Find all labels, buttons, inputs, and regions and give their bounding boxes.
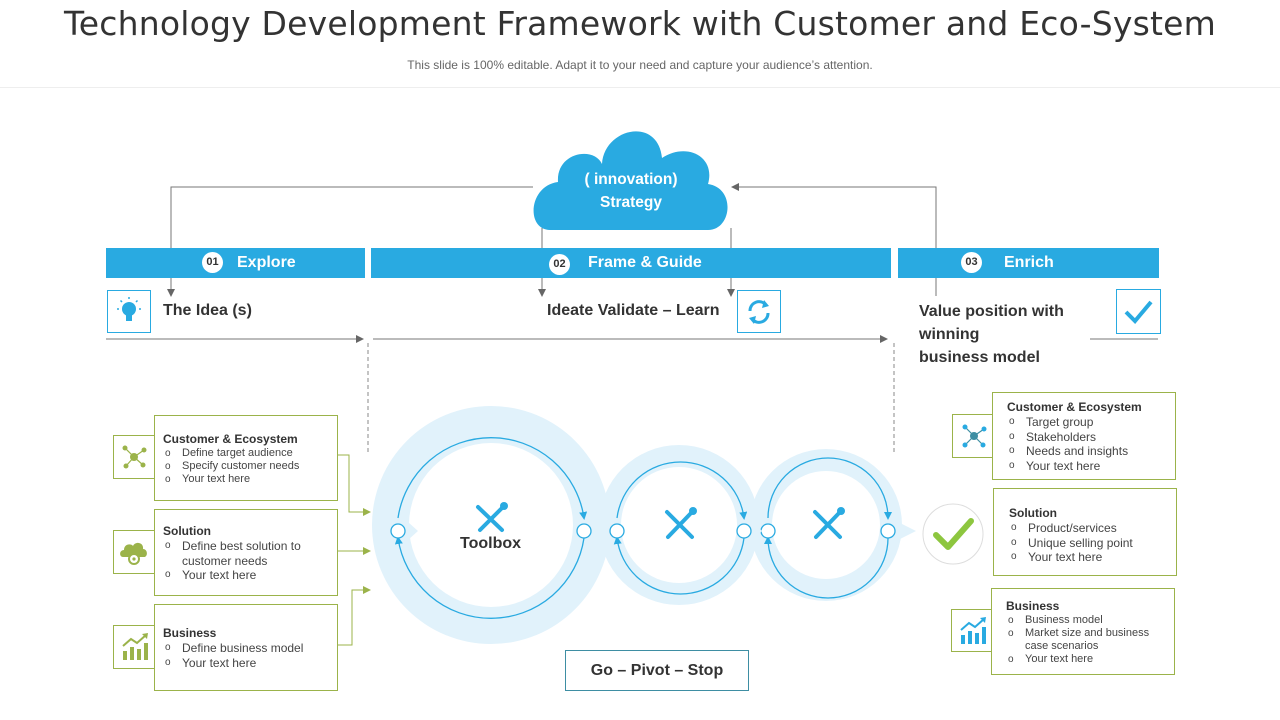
enrich-to-cloud-arrow — [731, 183, 937, 296]
card-list: Define best solution to customer needs Y… — [163, 539, 329, 583]
left-card-customer: Customer & Ecosystem Define target audie… — [154, 415, 338, 501]
card-list-item: Market size and business case scenarios — [1006, 627, 1166, 653]
card-list-item: Your text here — [1009, 550, 1168, 565]
card-title: Solution — [1009, 506, 1057, 520]
toolbox-label: Toolbox — [460, 535, 522, 552]
card-list-item: Needs and insights — [1007, 444, 1167, 459]
phase-label: Enrich — [1004, 254, 1054, 271]
growth-chart-icon — [951, 609, 995, 652]
header-divider — [0, 87, 1280, 88]
card-list-item: Unique selling point — [1009, 536, 1168, 551]
card-list-item: Specify customer needs — [163, 460, 329, 473]
card-list: Target group Stakeholders Needs and insi… — [1007, 415, 1167, 473]
card-title: Customer & Ecosystem — [1007, 400, 1142, 414]
card-list-item: Your text here — [1006, 653, 1166, 666]
card-list: Define business model Your text here — [163, 641, 329, 670]
card-title: Business — [1006, 599, 1060, 613]
card-list: Define target audience Specify customer … — [163, 447, 329, 486]
card-list-item: Target group — [1007, 415, 1167, 430]
decision-box: Go – Pivot – Stop — [565, 650, 749, 691]
checkmark-icon — [1116, 289, 1161, 334]
lightbulb-icon — [107, 290, 151, 333]
card-list: Business model Market size and business … — [1006, 614, 1166, 666]
cloud-label-line1: ( innovation) — [584, 171, 678, 188]
phase-enrich: 03 Enrich — [898, 248, 1159, 278]
card-title: Customer & Ecosystem — [163, 432, 298, 446]
card-list-item: Define business model — [163, 641, 329, 656]
tools-icon — [813, 507, 845, 539]
card-list-item: Your text here — [1007, 459, 1167, 474]
card-title: Solution — [163, 524, 211, 538]
phase-number-badge: 01 — [202, 252, 223, 273]
phase-frame-guide: 02 Frame & Guide — [371, 248, 891, 278]
card-list: Product/services Unique selling point Yo… — [1009, 521, 1168, 565]
card-list-item: Define best solution to customer needs — [163, 539, 329, 568]
cloud-shape — [533, 131, 728, 230]
right-card-solution: Solution Product/services Unique selling… — [993, 488, 1177, 576]
step-ideate: Ideate Validate – Learn — [547, 302, 720, 319]
card-list-item: Business model — [1006, 614, 1166, 627]
card-list-item: Stakeholders — [1007, 430, 1167, 445]
cloud-to-idea-arrow — [167, 186, 533, 297]
phase-label: Explore — [237, 254, 296, 271]
left-card-business: Business Define business model Your text… — [154, 604, 338, 691]
cloud-label-line2: Strategy — [599, 194, 663, 211]
cloud-label: ( innovation) Strategy — [540, 168, 722, 214]
card3-connector — [338, 586, 371, 646]
card-list-item: Your text here — [163, 473, 329, 486]
card-list-item: Your text here — [163, 568, 329, 583]
phase-number-badge: 02 — [549, 254, 570, 275]
right-card-business: Business Business model Market size and … — [991, 588, 1175, 675]
step-value: Value position with winning business mod… — [919, 300, 1064, 369]
card-title: Business — [163, 626, 217, 640]
phase-label: Frame & Guide — [588, 254, 702, 271]
refresh-icon — [737, 290, 781, 333]
checkmark-circle-icon — [922, 503, 984, 565]
phase-number-badge: 03 — [961, 252, 982, 273]
cloud-gear-icon — [113, 530, 156, 574]
network-icon — [113, 435, 156, 479]
growth-chart-icon — [113, 625, 156, 669]
phase-explore: 01 Explore — [106, 248, 365, 278]
card-list-item: Your text here — [163, 656, 329, 671]
card-list-item: Define target audience — [163, 447, 329, 460]
step-value-line3: business model — [919, 349, 1040, 366]
tools-icon — [665, 507, 697, 539]
right-card-customer: Customer & Ecosystem Target group Stakeh… — [992, 392, 1176, 480]
step-value-line1: Value position with — [919, 303, 1064, 320]
toolbox-cycle-diagram — [372, 406, 916, 644]
page-subtitle: This slide is 100% editable. Adapt it to… — [407, 58, 873, 72]
step-idea: The Idea (s) — [163, 302, 252, 319]
step-value-line2: winning — [919, 326, 980, 343]
left-card-solution: Solution Define best solution to custome… — [154, 509, 338, 596]
card1-connector — [338, 454, 371, 516]
tools-icon — [476, 502, 508, 532]
network-icon — [952, 414, 996, 458]
card-list-item: Product/services — [1009, 521, 1168, 536]
page-title: Technology Development Framework with Cu… — [64, 4, 1216, 43]
